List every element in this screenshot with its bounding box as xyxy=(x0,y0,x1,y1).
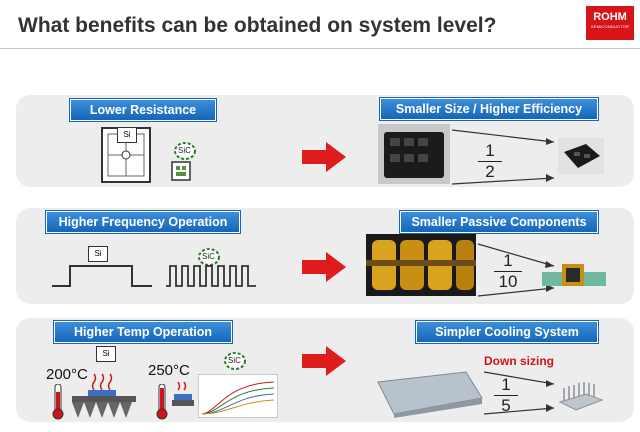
small-heatsink-image xyxy=(558,382,604,411)
sic-label: SiC xyxy=(202,252,215,261)
si-temperature: 200°C xyxy=(46,366,88,383)
label-simpler-cooling: Simpler Cooling System xyxy=(416,321,598,343)
page-title: What benefits can be obtained on system … xyxy=(18,14,497,37)
thermometer-icon xyxy=(52,384,64,420)
large-inductors-image xyxy=(366,234,476,296)
large-power-module-image xyxy=(378,124,450,184)
si-chip-icon: Si xyxy=(96,346,116,362)
small-power-module-image xyxy=(558,138,604,174)
label-smaller-size: Smaller Size / Higher Efficiency xyxy=(380,98,598,120)
logo-text: ROHM xyxy=(593,11,627,23)
label-smaller-passive: Smaller Passive Components xyxy=(400,211,598,233)
label-higher-frequency: Higher Frequency Operation xyxy=(46,211,240,233)
red-arrow-icon xyxy=(302,142,346,172)
label-higher-temp: Higher Temp Operation xyxy=(54,321,232,343)
rohm-logo: ROHM SEMICONDUCTOR xyxy=(586,6,634,40)
si-chip-icon: Si xyxy=(117,127,137,143)
red-arrow-icon xyxy=(302,346,346,376)
label-lower-resistance: Lower Resistance xyxy=(70,99,216,121)
sic-label: SiC xyxy=(178,146,191,155)
large-heatsink-icon xyxy=(72,373,136,418)
high-frequency-waveform-icon xyxy=(166,265,256,287)
small-inductor-image xyxy=(542,264,606,286)
sic-chip-icon xyxy=(224,352,246,370)
header-divider xyxy=(0,48,640,49)
si-chip-icon: Si xyxy=(88,246,108,262)
red-arrow-icon xyxy=(302,252,346,282)
sic-chip-icon xyxy=(198,248,220,266)
logo-subtext: SEMICONDUCTOR xyxy=(590,24,630,29)
sic-temperature: 250°C xyxy=(148,362,190,379)
reduction-arrows xyxy=(451,129,555,185)
large-cooling-plate-image xyxy=(377,371,483,418)
low-frequency-waveform-icon xyxy=(52,265,152,287)
down-sizing-label: Down sizing xyxy=(484,354,554,368)
sic-chip-icon xyxy=(174,142,196,160)
temperature-graph-icon xyxy=(198,374,278,418)
reduction-arrows xyxy=(483,371,555,415)
small-heatsink-icon xyxy=(172,382,194,406)
thermometer-icon xyxy=(156,384,168,420)
sic-label: SiC xyxy=(228,356,241,365)
